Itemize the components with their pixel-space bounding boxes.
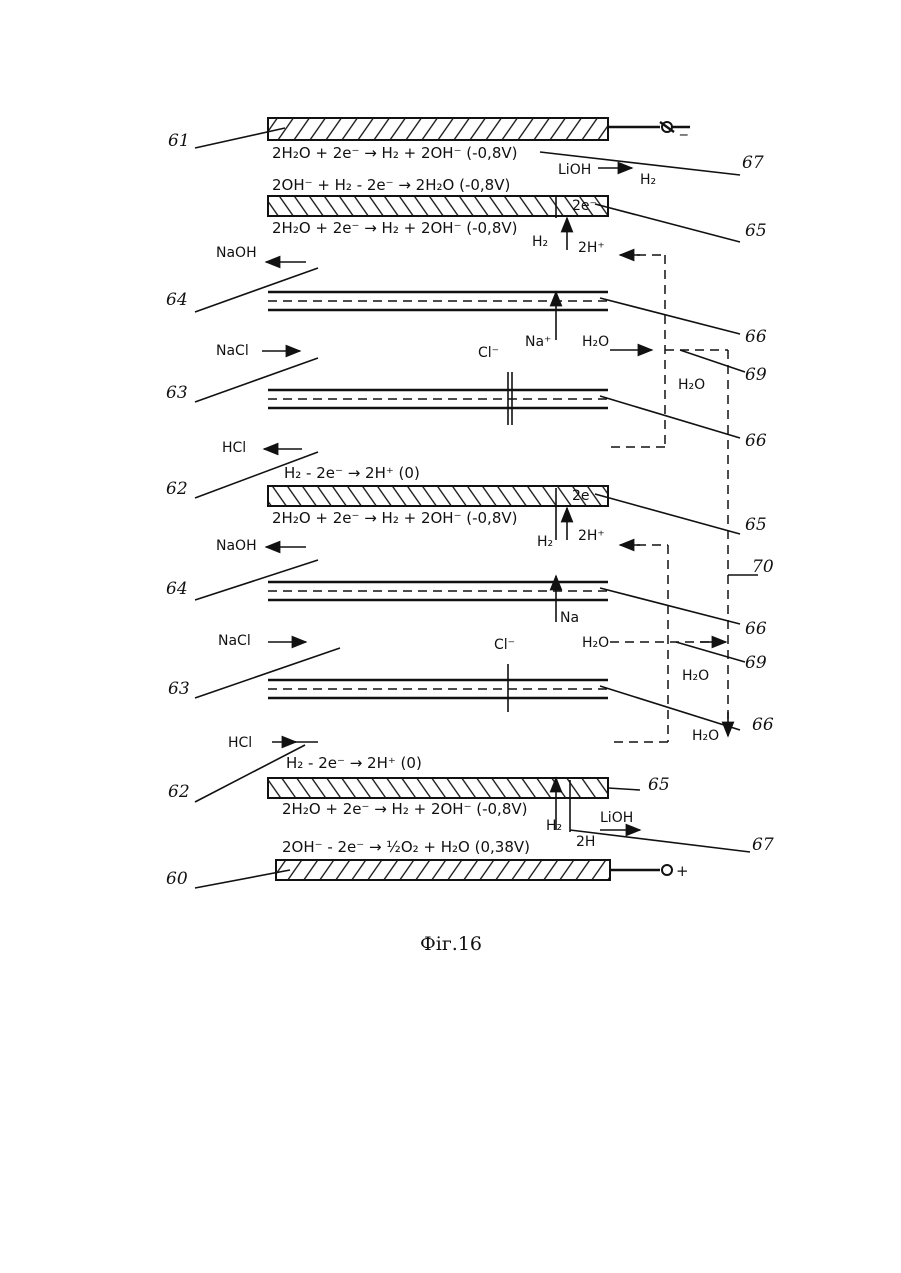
label-2e-mid: 2e [572,488,590,504]
cathode-plate-61 [268,118,608,140]
label-2e-top: 2e⁻ [572,198,597,214]
label-cl-mid: Cl⁻ [494,637,515,653]
label-nacl-mid: NaCl [218,633,251,649]
equation-8: 2OH⁻ - 2e⁻ → ½O₂ + H₂O (0,38V) [282,838,530,856]
ref-69-top: 69 [745,365,767,385]
label-2hplus-mid: 2H⁺ [578,528,605,544]
ref-69-mid: 69 [745,653,767,673]
bipolar-electrode-65-mid [268,486,608,506]
label-h2o-2: H₂O [678,377,705,393]
ref-61: 61 [168,131,190,151]
label-h2-bottom: H₂ [546,818,562,834]
ref-65-bottom: 65 [648,775,670,795]
ref-70: 70 [752,557,774,577]
ref-64-top: 64 [166,290,188,310]
ref-65-top: 65 [745,221,767,241]
equation-6: H₂ - 2e⁻ → 2H⁺ (0) [286,754,422,772]
label-h2-mid: H₂ [537,534,553,550]
label-lioh-top: LiOH [558,162,591,178]
ref-65-mid: 65 [745,515,767,535]
equation-4: H₂ - 2e⁻ → 2H⁺ (0) [284,464,420,482]
label-2h-bottom: 2H [576,834,595,850]
ref-64-mid: 64 [166,579,188,599]
label-hcl-mid: HCl [228,735,252,751]
ref-62-top: 62 [166,479,188,499]
ref-66-a: 66 [745,327,767,347]
ref-66-d: 66 [752,715,774,735]
ref-67-bottom: 67 [752,835,774,855]
label-h2o-4: H₂O [682,668,709,684]
ref-63-top: 63 [166,383,188,403]
label-2hplus-top: 2H⁺ [578,240,605,256]
equation-5: 2H₂O + 2e⁻ → H₂ + 2OH⁻ (-0,8V) [272,509,518,527]
label-h2-top: H₂ [640,172,656,188]
plus-terminal: + [676,862,689,880]
ref-63-mid: 63 [168,679,190,699]
label-na-mid: Na [560,610,579,626]
label-naplus: Na⁺ [525,334,551,350]
ref-60: 60 [166,869,188,889]
equation-2: 2OH⁻ + H₂ - 2e⁻ → 2H₂O (-0,8V) [272,176,510,194]
label-lioh-bottom: LiOH [600,810,633,826]
equation-3: 2H₂O + 2e⁻ → H₂ + 2OH⁻ (-0,8V) [272,219,518,237]
ref-62-mid: 62 [168,782,190,802]
figure-caption: Фіг.16 [420,933,482,955]
label-nacl-top: NaCl [216,343,249,359]
equation-1: 2H₂O + 2e⁻ → H₂ + 2OH⁻ (-0,8V) [272,144,518,162]
label-naoh-top: NaOH [216,245,257,261]
label-cl-top: Cl⁻ [478,345,499,361]
label-h2-65-top: H₂ [532,234,548,250]
ref-66-b: 66 [745,431,767,451]
minus-terminal: _ [679,118,688,137]
ref-66-c: 66 [745,619,767,639]
label-h2o-3: H₂O [582,635,609,651]
anode-plate-60 [276,860,610,880]
label-h2o-5: H₂O [692,728,719,744]
equation-7: 2H₂O + 2e⁻ → H₂ + 2OH⁻ (-0,8V) [282,800,528,818]
ref-67-top: 67 [742,153,764,173]
bipolar-electrode-65-bottom [268,778,608,798]
label-hcl-top: HCl [222,440,246,456]
label-h2o-1: H₂O [582,334,609,350]
bipolar-electrode-65-top [268,196,608,216]
label-naoh-mid: NaOH [216,538,257,554]
